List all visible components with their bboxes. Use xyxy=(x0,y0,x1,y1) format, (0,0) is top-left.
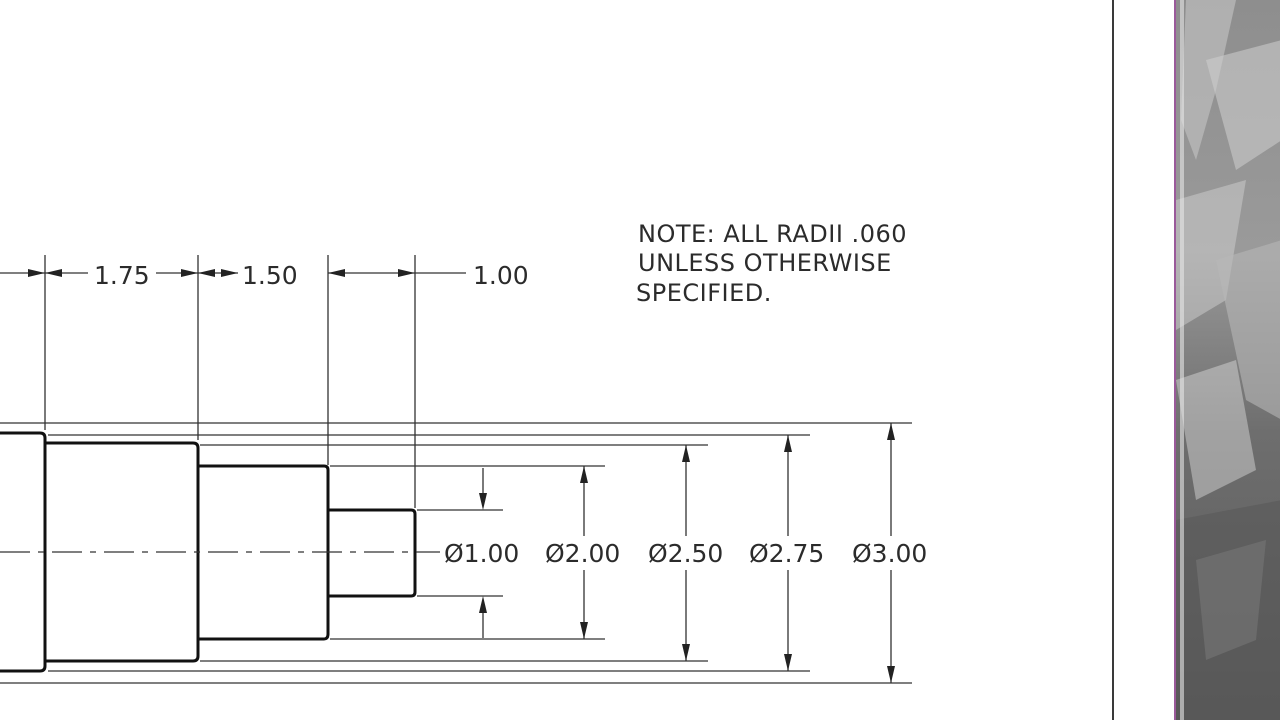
side-image-panel xyxy=(1174,0,1280,720)
section-1-00 xyxy=(328,508,417,598)
arrow-150-right xyxy=(221,269,238,277)
dim-1-00-label: 1.00 xyxy=(473,261,529,290)
grayscale-texture xyxy=(1176,0,1280,720)
diameter-extension-lines xyxy=(0,422,912,684)
note-line-2: UNLESS OTHERWISE xyxy=(638,249,892,277)
dia-2-50-label: Ø2.50 xyxy=(648,539,723,568)
note-line-1: NOTE: ALL RADII .060 xyxy=(638,220,907,248)
dia-2-00-label: Ø2.00 xyxy=(545,539,620,568)
drawing-sheet: NOTE: ALL RADII .060 UNLESS OTHERWISE SP… xyxy=(0,220,928,684)
arrow-100-right xyxy=(398,269,415,277)
dim-1-50-label: 1.50 xyxy=(242,261,298,290)
dia-3-00-label: Ø3.00 xyxy=(852,539,927,568)
length-dimension-lines: 1.75 1.50 1.00 xyxy=(0,261,529,290)
dia-2-75-label: Ø2.75 xyxy=(749,539,824,568)
diameter-dimensions: Ø1.00 Ø2.00 Ø2.50 Ø2.75 Ø3.00 xyxy=(444,423,927,683)
arrow-100-left xyxy=(328,269,345,277)
section-largest xyxy=(0,431,47,673)
arrow-150-left xyxy=(198,269,215,277)
length-extension-lines xyxy=(44,255,416,508)
shaft-drawing: NOTE: ALL RADII .060 UNLESS OTHERWISE SP… xyxy=(0,220,927,684)
arrow-175-right xyxy=(181,269,198,277)
dim-1-75-label: 1.75 xyxy=(94,261,150,290)
arrow-0 xyxy=(28,269,45,277)
general-note: NOTE: ALL RADII .060 UNLESS OTHERWISE SP… xyxy=(636,220,907,307)
note-line-3: SPECIFIED. xyxy=(636,279,772,307)
dia-1-00-label: Ø1.00 xyxy=(444,539,519,568)
arrow-175-left xyxy=(45,269,62,277)
sheet-border-gap xyxy=(1112,0,1176,720)
